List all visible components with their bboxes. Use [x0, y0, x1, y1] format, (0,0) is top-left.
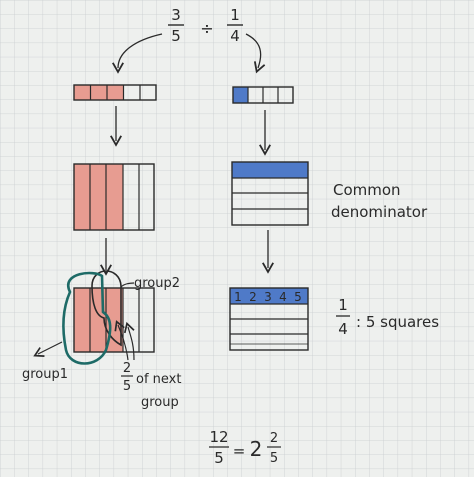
result-equation: 12 5 = 2 2 5: [209, 428, 281, 467]
arrow-to-fourths-strip: [245, 33, 266, 74]
denominator-label: denominator: [331, 203, 428, 221]
fourth-equals-note: 1 4 : 5 squares: [336, 296, 439, 338]
fifths-shaded: [74, 85, 124, 100]
result-whole: 2: [250, 437, 263, 461]
result-frac-numerator: 2: [270, 431, 278, 446]
result-frac-denominator: 5: [270, 451, 278, 466]
arrow-to-fifths-strip: [112, 33, 163, 74]
five-squares-text: : 5 squares: [356, 313, 439, 331]
eq-divisor-denominator: 4: [230, 27, 240, 45]
result-equals: =: [233, 442, 246, 460]
group1-outline: [62, 271, 112, 365]
group2-label: group2: [134, 276, 180, 291]
fourth-denominator: 4: [338, 320, 348, 338]
group1-label: group1: [22, 367, 68, 382]
fourths-shaded: [233, 87, 248, 103]
fourths-rectangle: [231, 161, 309, 226]
two-fifths-denominator: 5: [123, 379, 131, 394]
square-number-3: 3: [264, 290, 272, 304]
fourths-strip: [232, 86, 294, 104]
grouped-fifths-rectangle: [62, 270, 155, 365]
result-numerator: 12: [209, 428, 228, 446]
eq-denominator: 5: [171, 27, 181, 45]
eq-divisor-numerator: 1: [230, 6, 240, 24]
of-next-label: of next: [136, 372, 181, 387]
square-number-4: 4: [279, 290, 287, 304]
eq-operator: ÷: [200, 19, 213, 38]
fifths-strip: [73, 84, 157, 101]
square-number-1: 1: [234, 290, 242, 304]
eq-numerator: 3: [171, 6, 181, 24]
two-fifths-note: 2 5 of next group: [114, 320, 181, 410]
two-fifths-numerator: 2: [123, 361, 131, 376]
division-equation: 3 5 ÷ 1 4: [168, 6, 243, 45]
square-number-2: 2: [249, 290, 257, 304]
common-label: Common: [333, 181, 401, 199]
group1-pointer: [33, 341, 63, 357]
group-word-label: group: [141, 395, 179, 410]
square-number-5: 5: [294, 290, 302, 304]
result-denominator: 5: [214, 449, 224, 467]
group2-outline: [91, 270, 122, 347]
fourth-numerator: 1: [338, 296, 348, 314]
fifths-rectangle: [73, 163, 155, 231]
group2-pointer: [120, 282, 135, 288]
